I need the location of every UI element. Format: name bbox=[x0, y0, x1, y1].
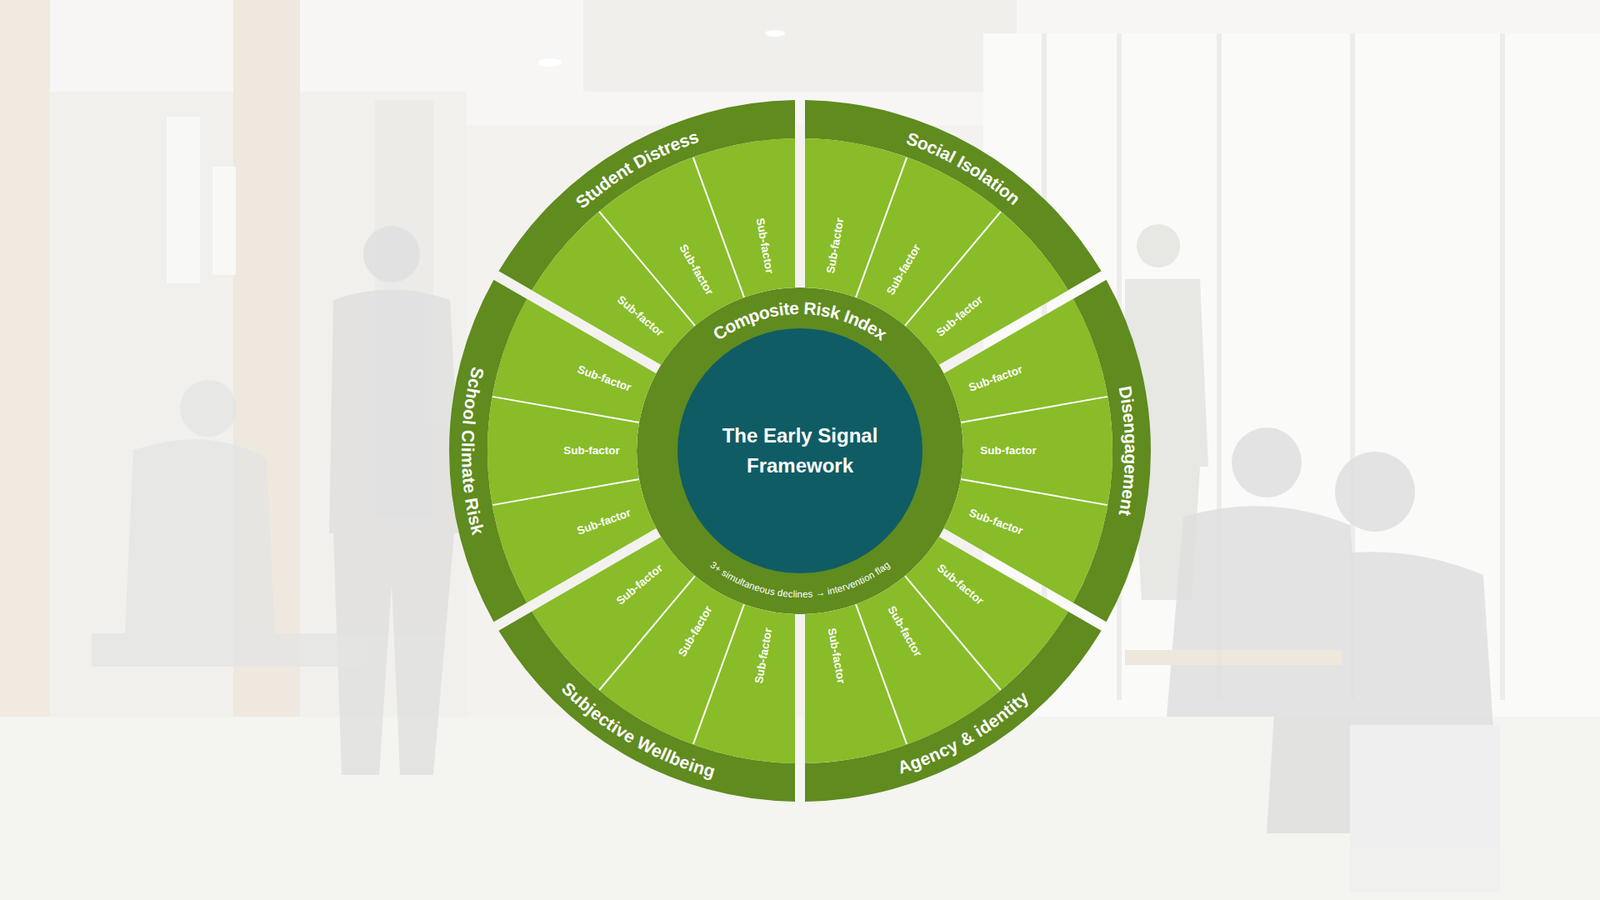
wedge-fill bbox=[805, 605, 906, 764]
domain-label-path: School Climate Risk bbox=[458, 365, 489, 537]
domain-label: Disengagement bbox=[1115, 384, 1141, 518]
subfactor-wedge-shape bbox=[690, 136, 802, 300]
domain-label: School Climate Risk bbox=[458, 365, 489, 537]
domain-sector: Sub-factorSub-factorSub-factorSchool Cli… bbox=[447, 273, 661, 629]
domain-label-path: Social Isolation bbox=[904, 128, 1025, 209]
sector-band bbox=[805, 536, 1102, 802]
subfactor-label: Sub-factor bbox=[980, 445, 1037, 458]
domain-label-path: Agency & identity bbox=[895, 686, 1032, 777]
domain-label: Agency & identity bbox=[895, 686, 1032, 777]
core-fill bbox=[677, 328, 923, 574]
domain-label: Social Isolation bbox=[904, 128, 1025, 209]
domain-label-path: Disengagement bbox=[1115, 384, 1141, 518]
subfactor-wedge: Sub-factor bbox=[798, 602, 910, 765]
divider-ground bbox=[487, 299, 656, 604]
framework-title: The Early Signal Framework bbox=[695, 420, 905, 481]
wedge-fill bbox=[694, 138, 795, 297]
sector-band bbox=[449, 280, 656, 623]
divider-ground bbox=[805, 536, 1069, 764]
domain-label-path: Subjective Wellbeing bbox=[558, 678, 718, 781]
subfactor-label: Sub-factor bbox=[563, 445, 620, 458]
subfactor-wedge: Sub-factor bbox=[690, 136, 802, 300]
domain-label: Student Distress bbox=[571, 126, 701, 212]
framework-core-shape bbox=[675, 326, 925, 575]
sector-labels: School Climate Risk bbox=[447, 273, 661, 629]
rule-note-path: 3+ simultaneous declines → intervention … bbox=[708, 560, 892, 600]
domain-sector: Sub-factorSub-factorSub-factorAgency & i… bbox=[798, 530, 1106, 804]
wedge-fill bbox=[492, 299, 656, 422]
index-title: Composite Risk Index bbox=[709, 297, 891, 344]
ring-fill bbox=[636, 287, 964, 615]
framework-core: The Early Signal Framework bbox=[675, 326, 925, 575]
domain-label-path: Student Distress bbox=[571, 126, 701, 212]
rule-note: 3+ simultaneous declines → intervention … bbox=[708, 560, 892, 600]
index-title-path: Composite Risk Index bbox=[709, 297, 891, 344]
subfactor-wedge-shape bbox=[798, 602, 910, 765]
domain-label: Subjective Wellbeing bbox=[558, 678, 718, 781]
